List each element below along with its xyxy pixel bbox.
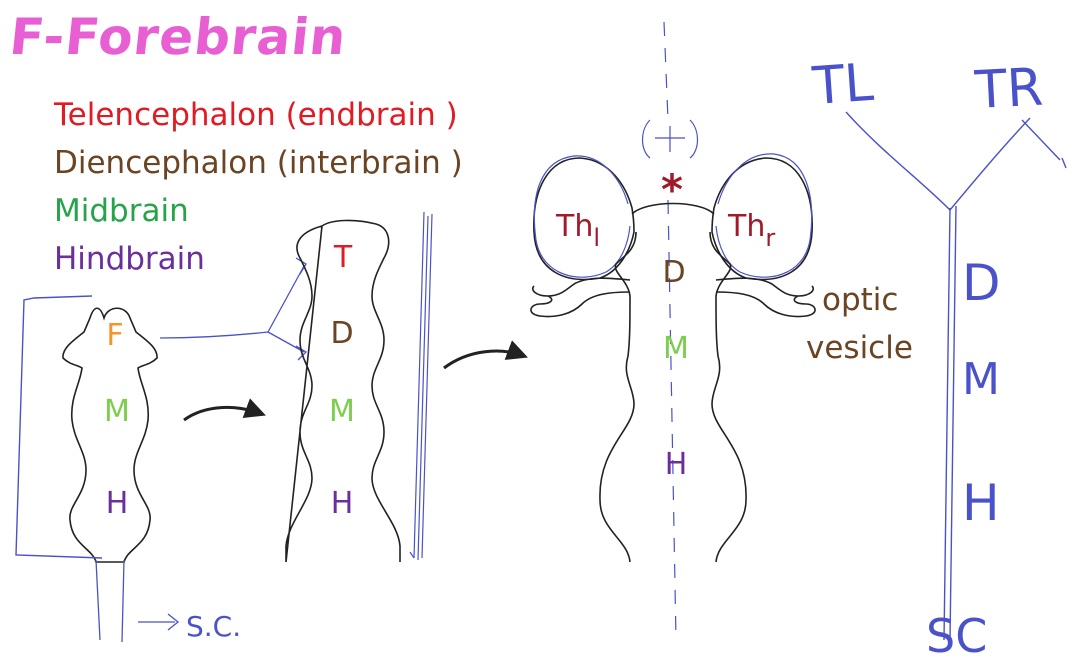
stage3-pen-midline <box>663 21 677 641</box>
stage2-label-m: M <box>329 394 355 429</box>
stage3-right-hemisphere <box>711 157 813 281</box>
stage3-thr-label: Thr <box>727 209 775 252</box>
stage3-brain: Thl Thr * D M H optic vesicle <box>530 21 913 641</box>
schematic-drawing: TL TR D M H SC <box>810 53 1067 660</box>
stage1-pen-spinal-cord <box>95 559 125 643</box>
stage1-outline <box>62 307 158 563</box>
stage3-thl-base: Th <box>555 209 593 244</box>
stage3-body-outline <box>599 231 747 563</box>
stage1-pen-link <box>159 257 308 361</box>
stage3-pen-bracket <box>641 119 699 159</box>
legend-hindbrain: Hindbrain <box>54 241 205 277</box>
stage3-left-hemisphere <box>533 157 635 281</box>
stage3-thr-sub: r <box>765 224 775 252</box>
stage3-left-optic-vesicle <box>530 277 631 318</box>
stage3-right-optic-vesicle <box>715 277 816 318</box>
stage1-neural-tube: F M H S.C. <box>15 257 308 643</box>
schematic-label-tr: TR <box>973 58 1045 122</box>
schematic-tick-mark <box>1021 119 1067 169</box>
stage3-asterisk: * <box>661 165 683 214</box>
stage3-label-d: D <box>662 255 685 290</box>
schematic-label-sc: SC <box>926 609 987 660</box>
legend-telencephalon: Telencephalon (endbrain ) <box>54 97 458 133</box>
stage3-thr-base: Th <box>727 209 765 244</box>
stage3-thl-sub: l <box>593 224 600 252</box>
stage3-optic-label-line1: optic <box>822 282 898 318</box>
stage2-label-t: T <box>333 240 353 275</box>
schematic-label-d: D <box>962 254 1001 312</box>
stage3-optic-label-line2: vesicle <box>806 330 913 366</box>
stage1-label-m: M <box>104 394 130 429</box>
stage3-left-hemisphere-pen <box>533 155 631 278</box>
arrow-stage1-to-stage2 <box>183 398 266 422</box>
stage3-right-hemisphere-pen <box>715 153 813 278</box>
stage3-thl-label: Thl <box>555 209 600 252</box>
stage1-sc-label: S.C. <box>186 610 241 643</box>
stage2-label-h: H <box>331 486 354 521</box>
schematic-label-m: M <box>962 354 1000 405</box>
stage3-diencephalon-roof <box>631 202 715 215</box>
stage1-pen-sc-arrow <box>138 613 180 631</box>
stage2-outline <box>285 219 401 563</box>
stage1-label-h: H <box>106 486 129 521</box>
arrow-stage2-to-stage3 <box>443 340 528 370</box>
schematic-y-stem <box>845 111 1031 641</box>
stage1-pen-bracket <box>15 295 103 559</box>
legend-diencephalon: Diencephalon (interbrain ) <box>54 145 463 181</box>
legend-midbrain: Midbrain <box>54 193 189 229</box>
schematic-label-tl: TL <box>810 53 876 117</box>
stage1-label-f: F <box>106 318 123 353</box>
stage3-label-m: M <box>663 331 689 366</box>
stage2-pen-bracket <box>409 211 433 561</box>
stage3-label-h: H <box>665 447 688 482</box>
stage2-neural-tube: T D M H <box>285 211 433 563</box>
schematic-label-h: H <box>962 474 1000 532</box>
stage2-label-d: D <box>330 316 353 351</box>
